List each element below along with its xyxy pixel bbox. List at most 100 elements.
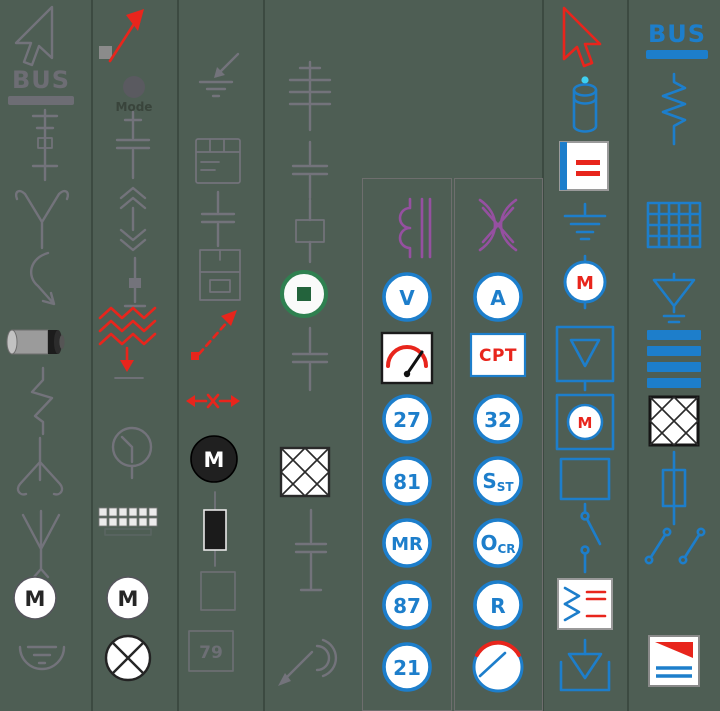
tool-indicator-lamp[interactable] bbox=[104, 634, 152, 682]
relay-sst-icon: SST bbox=[473, 456, 523, 506]
tool-hatched-load[interactable] bbox=[647, 394, 701, 448]
column-divider bbox=[177, 0, 179, 711]
disconnect-switch-blue-icon bbox=[580, 502, 602, 574]
busbar-stack-icon bbox=[647, 330, 701, 388]
tool-transfer-arrows[interactable] bbox=[184, 382, 242, 420]
tool-measure-arrow[interactable] bbox=[187, 300, 247, 364]
column-divider bbox=[91, 0, 93, 711]
fuse-cartridge-icon bbox=[203, 491, 227, 567]
tool-device-box[interactable] bbox=[558, 456, 612, 502]
cpt-label: CPT bbox=[479, 346, 517, 366]
mode-dot-icon bbox=[123, 76, 145, 98]
tool-ct-winding[interactable] bbox=[380, 194, 434, 264]
tool-hatched-load[interactable] bbox=[277, 444, 333, 500]
tool-relay-r[interactable]: R bbox=[471, 578, 525, 632]
tool-motor[interactable]: M bbox=[12, 575, 58, 621]
tool-vfd-triangle-box[interactable] bbox=[554, 324, 616, 392]
motor-letter: M bbox=[578, 414, 593, 432]
trident-branch-icon bbox=[21, 509, 61, 579]
tool-filter-box[interactable] bbox=[555, 576, 615, 632]
tool-disconnect-switch-blue[interactable] bbox=[568, 502, 602, 574]
terminal-grid-icon bbox=[98, 507, 158, 536]
tool-junction-box[interactable] bbox=[197, 568, 239, 614]
motor-dark-icon: M bbox=[190, 435, 238, 483]
tool-ground-well[interactable] bbox=[15, 633, 69, 687]
tool-three-winding-transformer[interactable] bbox=[466, 194, 530, 256]
tool-synchroscope[interactable] bbox=[469, 638, 527, 696]
tool-trident-branch[interactable] bbox=[10, 505, 72, 579]
tool-test-tube[interactable] bbox=[566, 76, 604, 140]
tool-fuse-blue[interactable] bbox=[660, 450, 688, 526]
tool-timer-clock[interactable] bbox=[109, 424, 155, 480]
tool-red-arrow[interactable] bbox=[98, 5, 162, 69]
tool-bus-gray[interactable]: BUS bbox=[8, 68, 74, 105]
tool-mode[interactable]: Mode bbox=[108, 76, 160, 114]
tool-report-block[interactable] bbox=[645, 630, 703, 692]
tool-meter-gauge[interactable] bbox=[379, 330, 435, 386]
tool-relay-sst[interactable]: SST bbox=[471, 454, 525, 508]
tool-switch-pair[interactable] bbox=[637, 520, 711, 572]
tool-motor[interactable]: M bbox=[105, 575, 151, 621]
tool-pointer[interactable] bbox=[14, 5, 60, 67]
tool-relay-v[interactable]: V bbox=[380, 270, 434, 324]
tool-motor-dark[interactable]: M bbox=[189, 434, 239, 484]
tool-cpt-block[interactable]: CPT bbox=[469, 332, 527, 378]
indicator-lamp-icon bbox=[104, 634, 152, 682]
tool-motor-small[interactable]: M bbox=[561, 254, 609, 310]
tool-relay-block[interactable] bbox=[195, 246, 245, 304]
tool-relay-87[interactable]: 87 bbox=[380, 578, 434, 632]
ground-well-icon bbox=[18, 645, 66, 671]
tool-signal-horn[interactable] bbox=[272, 630, 338, 692]
tool-red-pointer[interactable] bbox=[556, 6, 606, 70]
tool-mesh-grid[interactable] bbox=[645, 200, 703, 254]
tool-surge-bolt[interactable] bbox=[27, 366, 57, 436]
tool-relay-mr[interactable]: MR bbox=[380, 516, 434, 570]
tool-relay-a[interactable]: A bbox=[471, 270, 525, 324]
tool-resistor[interactable] bbox=[659, 72, 689, 148]
tool-motor-starter-box[interactable]: M bbox=[554, 392, 616, 452]
tool-capacitor-photo[interactable] bbox=[5, 325, 67, 359]
tool-disconnect-switch[interactable] bbox=[25, 108, 65, 186]
tool-fuse-cutout[interactable] bbox=[12, 180, 72, 250]
tool-surge-arrester[interactable] bbox=[97, 306, 163, 384]
tool-drop-hook[interactable] bbox=[16, 250, 66, 316]
tool-busbar-stack[interactable] bbox=[647, 328, 701, 392]
tool-capacitor[interactable] bbox=[287, 326, 333, 392]
tool-tap-stub[interactable] bbox=[117, 256, 153, 308]
tool-ground-tap[interactable] bbox=[190, 50, 246, 106]
tool-tap-line[interactable] bbox=[289, 140, 331, 200]
tool-capacitor[interactable] bbox=[113, 110, 153, 180]
tool-capacitor[interactable] bbox=[197, 190, 239, 248]
tool-relay-79[interactable]: 79 bbox=[186, 628, 236, 674]
tool-feeder-line[interactable] bbox=[291, 508, 331, 594]
junction-box-icon bbox=[200, 571, 236, 611]
tool-ground-grid[interactable] bbox=[563, 202, 607, 252]
surge-arrester-icon bbox=[98, 306, 157, 379]
tool-dc-source-box[interactable] bbox=[556, 138, 614, 196]
tool-drawout-breaker[interactable] bbox=[109, 182, 157, 256]
tool-relay-21[interactable]: 21 bbox=[380, 640, 434, 694]
motor-starter-box-icon: M bbox=[555, 393, 615, 451]
tool-relay-32[interactable]: 32 bbox=[471, 392, 525, 446]
tool-capacitor-bank[interactable] bbox=[286, 60, 334, 136]
tool-fuse-cartridge[interactable] bbox=[197, 490, 233, 568]
tool-breaker-line[interactable] bbox=[286, 198, 334, 264]
synchroscope-icon bbox=[472, 640, 524, 693]
signal-horn-icon bbox=[278, 638, 338, 686]
tool-pilot-light-green[interactable] bbox=[278, 268, 330, 320]
tool-relay-ocr[interactable]: OCR bbox=[471, 516, 525, 570]
switch-pair-icon bbox=[644, 527, 706, 565]
tool-bus-blue[interactable]: BUS bbox=[646, 22, 708, 59]
tool-wye-branch[interactable] bbox=[8, 436, 72, 506]
tool-delta-ground[interactable] bbox=[556, 638, 614, 700]
drawout-breaker-icon bbox=[119, 186, 147, 252]
mesh-grid-icon bbox=[646, 201, 702, 249]
tool-relay-27[interactable]: 27 bbox=[380, 392, 434, 446]
tool-ground-triangle[interactable] bbox=[649, 272, 699, 328]
tool-control-block[interactable] bbox=[193, 136, 243, 186]
control-block-icon bbox=[195, 138, 241, 184]
drop-hook-icon bbox=[29, 251, 56, 306]
tool-relay-81[interactable]: 81 bbox=[380, 454, 434, 508]
tool-terminal-grid[interactable] bbox=[97, 502, 159, 536]
